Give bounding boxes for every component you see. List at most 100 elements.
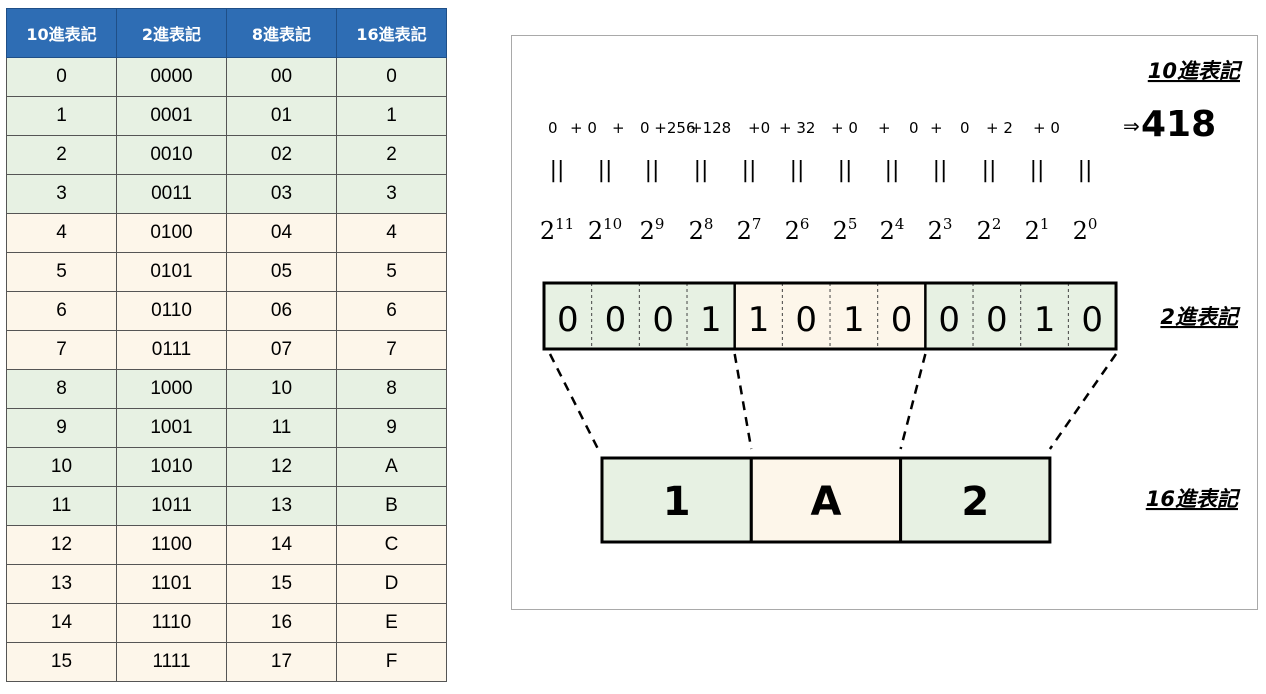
cell-binary: 0100 <box>116 213 227 253</box>
hex-digits-row: 1 A 2 <box>600 456 1052 544</box>
hex-digit: A <box>810 479 841 525</box>
power-of-two: 28 <box>689 215 714 245</box>
cell-hex: C <box>336 525 447 565</box>
cell-octal: 16 <box>226 603 337 643</box>
equals-mark: || <box>742 158 757 183</box>
binary-box <box>542 281 1118 351</box>
equals-row: |||||||||||||||||||||||| <box>550 158 1093 183</box>
power-of-two: 20 <box>1073 215 1098 245</box>
equals-mark: || <box>598 158 613 183</box>
cell-decimal: 7 <box>6 330 117 370</box>
connector-line <box>733 353 753 450</box>
sum-term: + 32 <box>779 119 815 137</box>
implies-arrow: ⇒ <box>1123 114 1140 138</box>
cell-decimal: 13 <box>6 564 117 604</box>
cell-hex: F <box>336 642 447 682</box>
cell-decimal: 9 <box>6 408 117 448</box>
cell-binary: 0000 <box>116 57 227 97</box>
cell-octal: 06 <box>226 291 337 331</box>
cell-binary: 1001 <box>116 408 227 448</box>
cell-octal: 14 <box>226 525 337 565</box>
header-decimal: 10進表記 <box>6 8 117 58</box>
cell-binary: 1111 <box>116 642 227 682</box>
cell-decimal: 5 <box>6 252 117 292</box>
cell-binary: 1011 <box>116 486 227 526</box>
connector-line <box>548 353 600 450</box>
cell-hex: E <box>336 603 447 643</box>
cell-binary: 1100 <box>116 525 227 565</box>
cell-decimal: 14 <box>6 603 117 643</box>
cell-binary: 1010 <box>116 447 227 487</box>
bit-digit: 0 <box>652 300 674 340</box>
cell-decimal: 0 <box>6 57 117 97</box>
cell-octal: 11 <box>226 408 337 448</box>
power-of-two: 26 <box>785 215 810 245</box>
sum-term: 0 <box>548 119 558 137</box>
cell-hex: 2 <box>336 135 447 175</box>
equals-mark: || <box>838 158 853 183</box>
decimal-label: 10進表記 <box>1148 59 1243 83</box>
equals-mark: || <box>885 158 900 183</box>
bit-digit: 1 <box>700 300 722 340</box>
equals-mark: || <box>1078 158 1093 183</box>
cell-octal: 13 <box>226 486 337 526</box>
sum-term: 0 +256 <box>640 119 696 137</box>
power-of-two: 22 <box>977 215 1002 245</box>
cell-octal: 17 <box>226 642 337 682</box>
decimal-sum-row: 0+ 0+0 +256+128+0+ 32+ 0+0+0+ 2+ 0 <box>548 119 1060 137</box>
table-header-row: 10進表記 2進表記 8進表記 16進表記 <box>6 8 447 58</box>
cell-binary: 1000 <box>116 369 227 409</box>
cell-decimal: 1 <box>6 96 117 136</box>
cell-binary: 0101 <box>116 252 227 292</box>
bit-digit: 0 <box>795 300 817 340</box>
power-of-two: 29 <box>640 215 665 245</box>
cell-hex: 6 <box>336 291 447 331</box>
cell-hex: 7 <box>336 330 447 370</box>
equals-mark: || <box>645 158 660 183</box>
bit-digit: 0 <box>891 300 913 340</box>
cell-octal: 12 <box>226 447 337 487</box>
equals-mark: || <box>982 158 997 183</box>
decimal-total: 418 <box>1141 104 1216 145</box>
bit-digit: 1 <box>1034 300 1056 340</box>
cell-binary: 1101 <box>116 564 227 604</box>
sum-term: 0 <box>909 119 919 137</box>
bit-digit: 0 <box>938 300 960 340</box>
sum-term: + 0 <box>570 119 597 137</box>
cell-octal: 01 <box>226 96 337 136</box>
header-binary: 2進表記 <box>116 8 227 58</box>
cell-octal: 15 <box>226 564 337 604</box>
hex-digit: 2 <box>961 479 989 525</box>
cell-octal: 03 <box>226 174 337 214</box>
cell-octal: 05 <box>226 252 337 292</box>
cell-decimal: 8 <box>6 369 117 409</box>
cell-hex: D <box>336 564 447 604</box>
connector-line <box>899 353 927 450</box>
hex-digit: 1 <box>663 479 691 525</box>
power-of-two: 25 <box>833 215 858 245</box>
sum-term: 0 <box>960 119 970 137</box>
power-of-two: 24 <box>880 215 905 245</box>
equals-mark: || <box>694 158 709 183</box>
conversion-diagram: 10進表記 2進表記 16進表記 0+ 0+0 +256+128+0+ 32+ … <box>511 35 1258 610</box>
cell-hex: 8 <box>336 369 447 409</box>
binary-label: 2進表記 <box>1160 305 1241 329</box>
cell-decimal: 11 <box>6 486 117 526</box>
cell-decimal: 15 <box>6 642 117 682</box>
sum-term: + 0 <box>1033 119 1060 137</box>
header-octal: 8進表記 <box>226 8 337 58</box>
cell-decimal: 12 <box>6 525 117 565</box>
